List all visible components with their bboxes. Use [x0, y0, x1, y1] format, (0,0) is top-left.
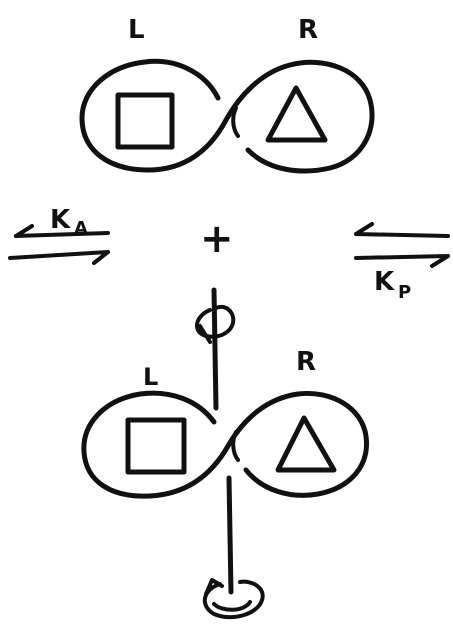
top-molecule: L R	[79, 15, 375, 174]
bottom-right-label: R	[296, 347, 316, 377]
axle-lower	[226, 475, 234, 595]
top-figure-eight-crossing	[231, 106, 240, 138]
top-figure-eight-outline	[79, 58, 375, 174]
top-left-label: L	[128, 15, 145, 45]
upper-rotation-arrow	[195, 304, 236, 344]
top-square	[115, 92, 175, 150]
axle-upper	[211, 287, 219, 411]
plus-sign: +	[200, 216, 234, 262]
bottom-square	[125, 417, 187, 475]
right-lower-arrow	[354, 254, 450, 268]
bottom-left-label: L	[143, 363, 158, 391]
bottom-figure-eight-outline	[81, 390, 369, 499]
left-equilibrium: K A	[8, 205, 110, 265]
left-upper-arrow	[14, 224, 110, 238]
bottom-figure-eight-crossing	[231, 430, 240, 462]
lower-rotation-arrow	[203, 578, 265, 620]
right-k-subscript: P	[398, 282, 411, 303]
left-lower-arrow	[8, 250, 110, 265]
plus-symbol: +	[200, 216, 234, 262]
bottom-molecule: L R	[81, 287, 369, 620]
top-triangle	[265, 85, 328, 143]
right-upper-arrow	[354, 222, 450, 238]
left-k-label: K	[50, 205, 71, 235]
right-equilibrium: K P	[354, 222, 450, 303]
top-right-label: R	[298, 15, 318, 45]
right-k-label: K	[374, 267, 395, 297]
bottom-triangle	[275, 415, 337, 473]
